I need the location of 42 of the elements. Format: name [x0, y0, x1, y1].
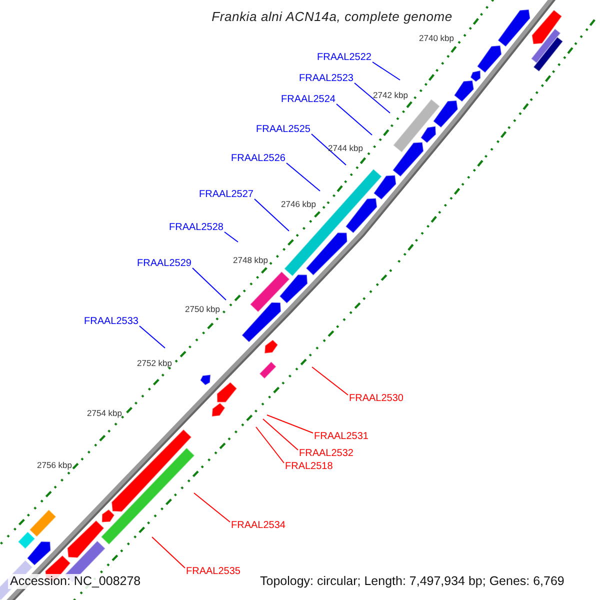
position-label: 2756 kbp	[37, 461, 72, 469]
map-title: Frankia alni ACN14a, complete genome	[212, 9, 452, 24]
leader-line	[286, 162, 320, 192]
leader-line	[138, 326, 166, 348]
leader-line	[224, 232, 238, 242]
gene-label: FRAAL2524	[281, 94, 336, 106]
leader-line	[262, 418, 298, 450]
leader-line	[336, 104, 372, 136]
footer-text: Accession: NC_008278	[8, 574, 143, 589]
leader-line	[256, 426, 284, 464]
position-label: 2744 kbp	[328, 144, 363, 152]
leader-line	[194, 492, 230, 522]
gene-label: FRAAL2531	[314, 431, 368, 443]
position-label: 2740 kbp	[419, 34, 454, 42]
leader-line	[354, 82, 390, 114]
position-label: 2752 kbp	[137, 359, 172, 367]
gene-label: FRAAL2532	[299, 448, 354, 460]
gene-label: FRAAL2526	[231, 153, 286, 165]
gene-label: FRAAL2535	[186, 566, 240, 578]
gene-label: FRAAL2522	[317, 52, 372, 64]
position-label: 2750 kbp	[185, 305, 220, 313]
gene-label: FRAAL2527	[199, 189, 254, 201]
leader-line	[254, 198, 290, 232]
footer-text: Topology: circular; Length: 7,497,934 bp; Genes: 6,769	[258, 574, 566, 589]
position-label: 2742 kbp	[373, 91, 408, 99]
gene-label: FRAL2518	[285, 461, 333, 473]
gene-label: FRAAL2534	[231, 520, 286, 532]
leader-line	[372, 62, 400, 80]
leader-line	[312, 366, 348, 396]
leader-line	[192, 268, 226, 300]
leader-line	[152, 536, 186, 568]
position-label: 2754 kbp	[87, 409, 122, 417]
leader-line	[266, 414, 314, 434]
gene-label: FRAAL2525	[256, 124, 310, 136]
leader-line	[310, 134, 346, 166]
gene-label: FRAAL2533	[84, 316, 138, 328]
gene-label: FRAAL2523	[299, 73, 354, 85]
position-label: 2746 kbp	[281, 200, 316, 208]
gene-label: FRAAL2530	[349, 393, 404, 405]
position-label: 2748 kbp	[233, 256, 268, 264]
gene-label: FRAAL2528	[169, 222, 224, 234]
gene-label: FRAAL2529	[137, 258, 192, 270]
